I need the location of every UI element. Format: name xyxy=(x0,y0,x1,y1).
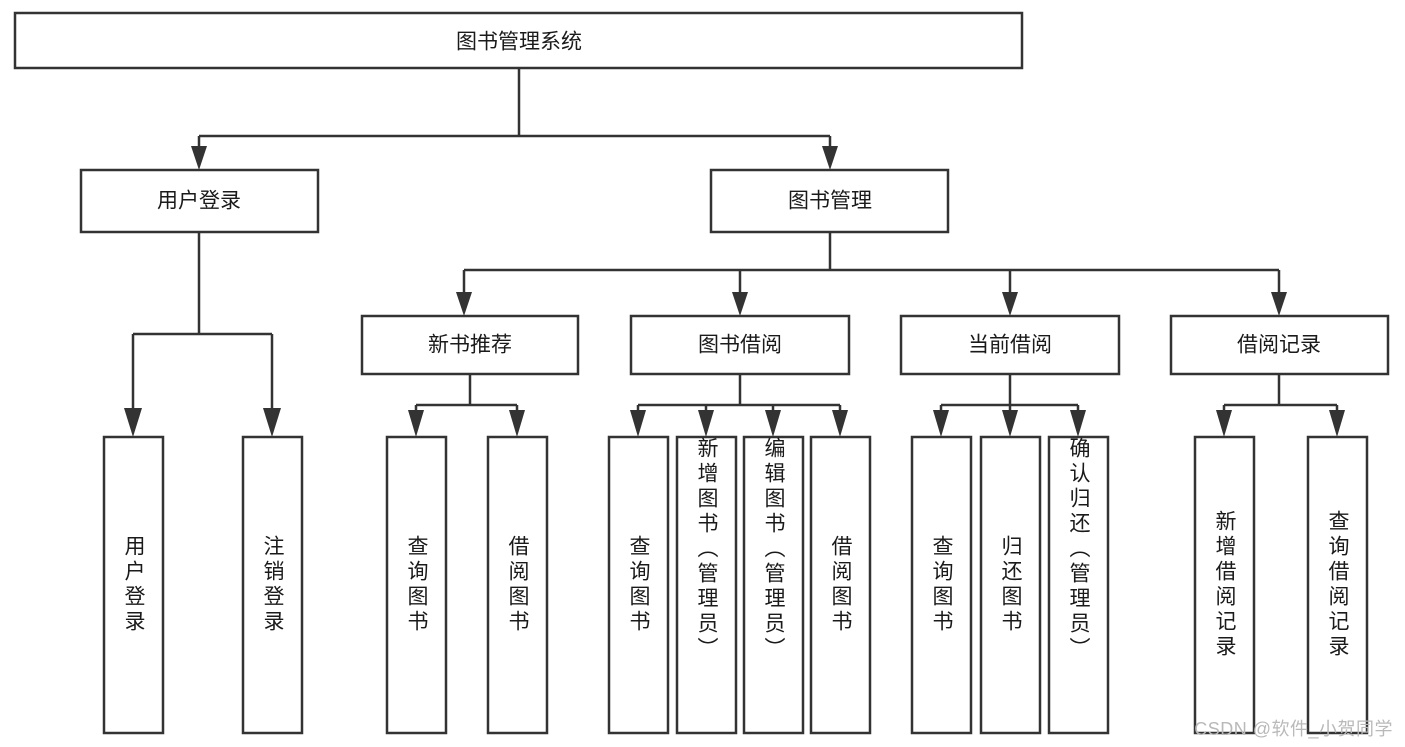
node-box-borrow-record[interactable] xyxy=(1169,314,1390,376)
node-box-leaf-current-1[interactable] xyxy=(910,435,973,735)
arrow-recommend-leaf-1 xyxy=(408,410,424,437)
node-box-user-login[interactable] xyxy=(79,168,320,234)
arrow-borrow-leaf-2 xyxy=(698,410,714,437)
node-box-leaf-user-login-1[interactable] xyxy=(102,435,165,735)
connector-layer xyxy=(124,68,1345,437)
label-current-borrow: 当前借阅 xyxy=(968,334,1052,357)
arrow-book-mgmt-child-3 xyxy=(1002,292,1018,316)
node-box-book-management[interactable] xyxy=(709,168,950,234)
label-book-borrow: 图书借阅 xyxy=(698,334,782,357)
arrow-recommend-leaf-2 xyxy=(509,410,525,437)
arrow-record-leaf-1 xyxy=(1216,410,1232,437)
arrow-current-leaf-2 xyxy=(1002,410,1018,437)
node-box-leaf-recommend-2[interactable] xyxy=(486,435,549,735)
node-box-leaf-borrow-4[interactable] xyxy=(809,435,872,735)
arrow-borrow-leaf-3 xyxy=(765,410,781,437)
node-box-current-borrow[interactable] xyxy=(899,314,1121,376)
label-new-book-recommend: 新书推荐 xyxy=(428,334,512,357)
arrow-root-to-user-login xyxy=(191,146,207,170)
node-box-leaf-borrow-1[interactable] xyxy=(607,435,670,735)
node-box-leaf-current-3[interactable] xyxy=(1047,435,1110,735)
node-box-new-book-recommend[interactable] xyxy=(360,314,580,376)
arrow-current-leaf-1 xyxy=(933,410,949,437)
arrow-borrow-leaf-4 xyxy=(832,410,848,437)
arrow-book-mgmt-child-1 xyxy=(456,292,472,316)
node-box-leaf-current-2[interactable] xyxy=(979,435,1042,735)
node-box-leaf-record-1[interactable] xyxy=(1193,435,1256,735)
arrow-book-mgmt-child-2 xyxy=(732,292,748,316)
arrow-user-login-leaf-1 xyxy=(124,408,142,437)
node-box-leaf-borrow-3[interactable] xyxy=(742,435,805,735)
label-title: 图书管理系统 xyxy=(456,31,582,54)
arrow-user-login-leaf-2 xyxy=(263,408,281,437)
horizontal-label-layer: 图书管理系统 用户登录 图书管理 新书推荐 图书借阅 当前借阅 借阅记录 xyxy=(157,31,1321,357)
arrow-book-mgmt-child-4 xyxy=(1271,292,1287,316)
label-borrow-record: 借阅记录 xyxy=(1237,334,1321,357)
node-layer xyxy=(13,11,1390,735)
arrow-record-leaf-2 xyxy=(1329,410,1345,437)
csdn-watermark: CSDN @软件_小贺同学 xyxy=(1194,719,1393,739)
node-box-title[interactable] xyxy=(13,11,1024,70)
node-box-leaf-borrow-2[interactable] xyxy=(675,435,738,735)
node-box-leaf-user-login-2[interactable] xyxy=(241,435,304,735)
node-box-book-borrow[interactable] xyxy=(629,314,851,376)
node-box-leaf-recommend-1[interactable] xyxy=(385,435,448,735)
arrow-borrow-leaf-1 xyxy=(630,410,646,437)
arrow-current-leaf-3 xyxy=(1070,410,1086,437)
label-user-login: 用户登录 xyxy=(157,190,241,213)
label-book-management: 图书管理 xyxy=(788,190,872,213)
node-box-leaf-record-2[interactable] xyxy=(1306,435,1369,735)
arrow-root-to-book-mgmt xyxy=(822,146,838,170)
